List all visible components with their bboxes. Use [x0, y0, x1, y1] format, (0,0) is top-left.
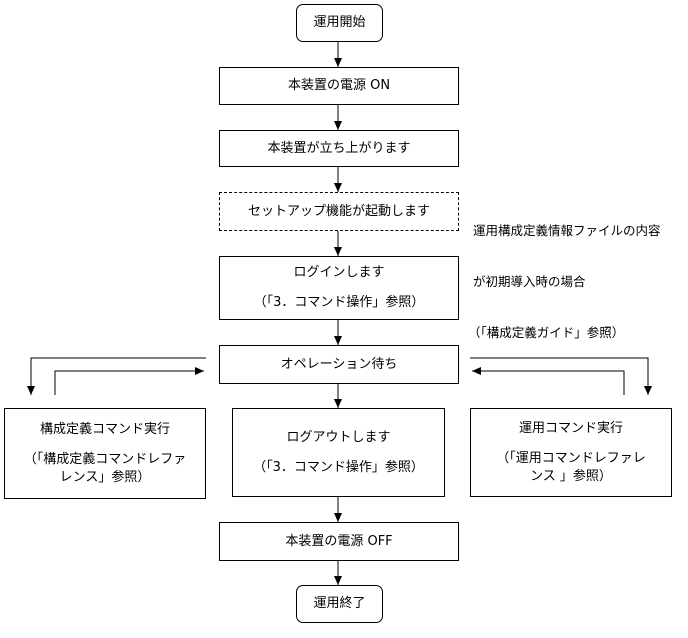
setup-note-line2: が初期導入時の場合 — [473, 274, 586, 289]
setup-note-line1: 運用構成定義情報ファイルの内容 — [473, 223, 661, 238]
logout-title: ログアウトします — [286, 429, 391, 445]
power-on-label: 本装置の電源 ON — [287, 78, 391, 93]
config-command-title: 構成定義コマンド実行 — [39, 421, 170, 437]
logout-reference: （「3．コマンド操作」参照） — [253, 459, 424, 475]
arrow-wait-to-ops-cmd — [470, 357, 652, 395]
login-reference: （「3．コマンド操作」参照） — [253, 295, 425, 310]
arrow-config-cmd-to-wait — [54, 367, 204, 395]
ops-command-ref-line1: （「運用コマンドレファレ — [496, 450, 646, 466]
power-off-step: 本装置の電源 OFF — [219, 522, 459, 561]
login-step: ログインします （「3．コマンド操作」参照） — [219, 256, 459, 320]
config-command-step: 構成定義コマンド実行 （「構成定義コマンドレファ レンス」参照） — [4, 408, 206, 499]
start-terminal: 運用開始 — [296, 4, 383, 42]
arrow-wait-to-config-cmd — [27, 357, 206, 395]
operation-wait-step: オペレーション待ち — [219, 345, 459, 384]
ops-command-title: 運用コマンド実行 — [518, 420, 623, 436]
end-label: 運用終了 — [313, 596, 366, 611]
power-on-step: 本装置の電源 ON — [219, 67, 459, 105]
boot-step: 本装置が立ち上がります — [219, 130, 459, 167]
config-command-ref-line1: （「構成定義コマンドレファ — [23, 451, 187, 467]
power-off-label: 本装置の電源 OFF — [285, 533, 393, 549]
setup-label: セットアップ機能が起動します — [247, 203, 430, 219]
login-title: ログインします — [293, 265, 385, 280]
setup-note-line3: （「構成定義ガイド」参照） — [468, 325, 625, 340]
ops-command-ref-line2: ンス 」参照） — [530, 468, 612, 484]
ops-command-step: 運用コマンド実行 （「運用コマンドレファレ ンス 」参照） — [470, 408, 672, 497]
end-terminal: 運用終了 — [296, 585, 383, 623]
setup-step: セットアップ機能が起動します — [219, 192, 459, 231]
start-label: 運用開始 — [313, 15, 366, 30]
setup-condition-note: 運用構成定義情報ファイルの内容 が初期導入時の場合 （「構成定義ガイド」参照） — [468, 188, 661, 375]
arrow-ops-cmd-to-wait — [472, 367, 625, 395]
config-command-ref-line2: レンス」参照） — [59, 469, 151, 485]
operation-wait-label: オペレーション待ち — [280, 356, 398, 372]
logout-step: ログアウトします （「3．コマンド操作」参照） — [232, 408, 445, 497]
boot-label: 本装置が立ち上がります — [267, 140, 411, 156]
